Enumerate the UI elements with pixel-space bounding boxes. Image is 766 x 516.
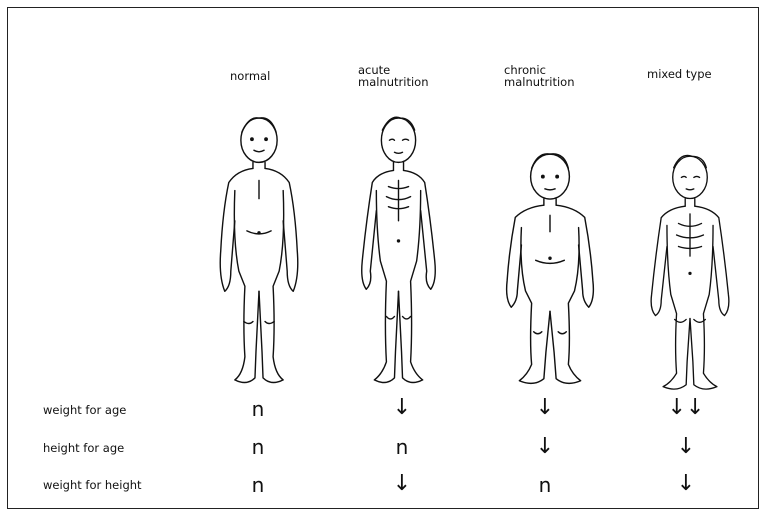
cell-weight-for-height-chronic: n <box>525 474 565 496</box>
row-label-height-for-age: height for age <box>43 441 124 455</box>
cell-height-for-age-normal: n <box>238 436 278 458</box>
mixed-type-child-figure <box>642 148 738 393</box>
cell-height-for-age-acute: n <box>382 436 422 458</box>
cell-weight-for-age-acute: ↓ <box>382 397 422 419</box>
cell-height-for-age-mixed: ↓ <box>666 436 706 458</box>
column-heading-mixed: mixed type <box>647 68 712 80</box>
acute-malnutrition-child-figure <box>346 110 451 392</box>
row-label-weight-for-age: weight for age <box>43 403 126 417</box>
row-label-weight-for-height: weight for height <box>43 478 142 492</box>
cell-weight-for-height-mixed: ↓ <box>666 473 706 495</box>
column-heading-acute: acute malnutrition <box>358 64 428 88</box>
cell-weight-for-age-normal: n <box>238 398 278 420</box>
cell-height-for-age-chronic: ↓ <box>525 436 565 458</box>
cell-weight-for-age-chronic: ↓ <box>525 397 565 419</box>
column-heading-normal: normal <box>230 70 270 82</box>
normal-child-figure <box>205 110 313 392</box>
column-heading-chronic: chronic malnutrition <box>504 64 574 88</box>
chronic-malnutrition-child-figure <box>496 148 604 393</box>
cell-weight-for-age-mixed: ↓↓ <box>666 397 706 419</box>
cell-weight-for-height-normal: n <box>238 474 278 496</box>
cell-weight-for-height-acute: ↓ <box>382 473 422 495</box>
